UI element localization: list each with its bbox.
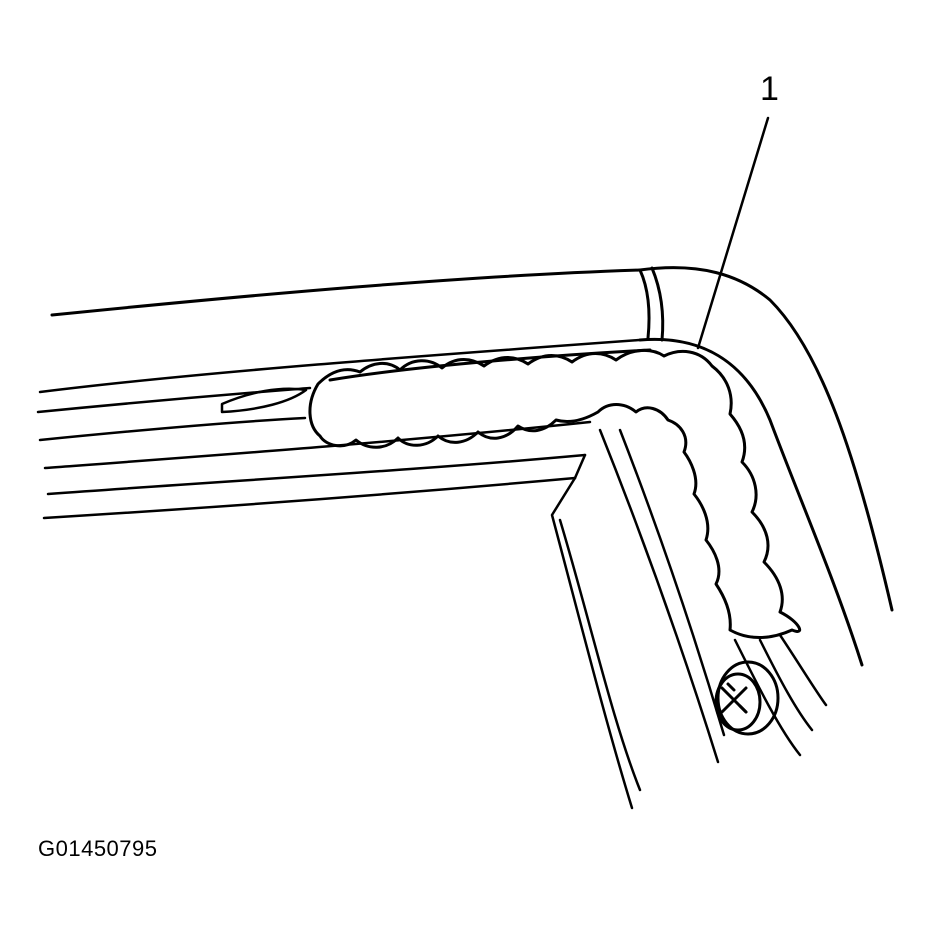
door-channel-lines <box>36 338 642 520</box>
screw <box>714 660 780 736</box>
callout-leader-line <box>696 116 770 350</box>
pillar-lines <box>550 428 828 810</box>
figure-id: G01450795 <box>38 836 158 861</box>
callout-label-1: 1 <box>760 70 779 108</box>
roof-rail <box>50 266 894 667</box>
weatherstrip-seal <box>308 348 802 639</box>
